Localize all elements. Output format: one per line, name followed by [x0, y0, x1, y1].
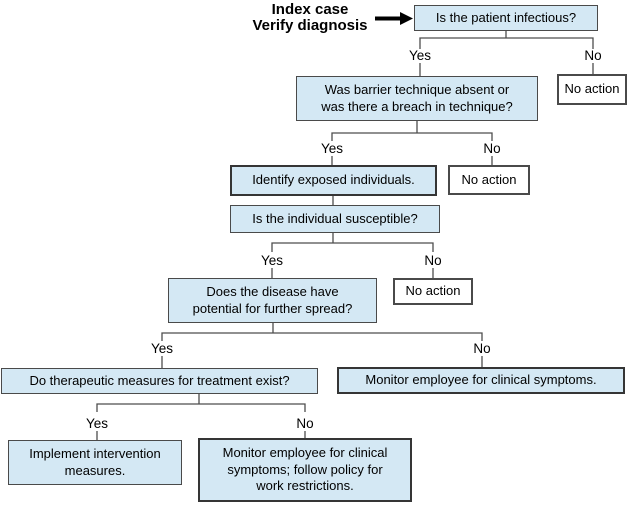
flow-arrow-icon — [375, 12, 413, 25]
node-monitor-restrictions: Monitor employee for clinical symptoms; … — [198, 438, 412, 502]
node-no-action-1: No action — [557, 74, 627, 105]
node-text: measures. — [64, 462, 126, 478]
index-case-line2: Verify diagnosis — [252, 17, 368, 34]
branch-label-no-4: No — [473, 341, 491, 356]
node-text: was there a breach in technique? — [321, 98, 513, 114]
node-text: potential for further spread? — [192, 300, 353, 316]
node-text: work restrictions. — [256, 478, 354, 494]
branch-label-no-2: No — [483, 141, 501, 156]
node-monitor-symptoms: Monitor employee for clinical symptoms. — [337, 367, 625, 394]
branch-label-yes-1: Yes — [408, 48, 432, 63]
branch-label-no-5: No — [296, 416, 314, 431]
branch-label-yes-4: Yes — [150, 341, 174, 356]
branch-label-yes-3: Yes — [260, 253, 284, 268]
node-q-susceptible: Is the individual susceptible? — [230, 205, 440, 233]
node-q-barrier: Was barrier technique absent or was ther… — [296, 76, 538, 121]
node-text: Implement intervention — [29, 445, 161, 461]
node-implement-intervention: Implement intervention measures. — [8, 440, 182, 485]
node-no-action-2: No action — [448, 165, 530, 195]
node-text: No action — [461, 171, 517, 187]
node-text: Monitor employee for clinical — [222, 444, 388, 460]
node-text: No action — [405, 283, 461, 299]
connector-path — [96, 31, 594, 440]
node-no-action-3: No action — [393, 278, 473, 305]
node-text: Monitor employee for clinical symptoms. — [365, 372, 597, 388]
node-text: No action — [564, 81, 620, 97]
node-q-infectious: Is the patient infectious? — [414, 5, 598, 31]
node-text: Identify exposed individuals. — [252, 172, 415, 188]
node-text: Does the disease have — [206, 283, 339, 299]
node-text: Is the patient infectious? — [435, 9, 577, 25]
node-identify-exposed: Identify exposed individuals. — [230, 165, 437, 196]
node-text: Do therapeutic measures for treatment ex… — [29, 372, 290, 388]
node-text: symptoms; follow policy for — [227, 461, 383, 477]
node-text: Was barrier technique absent or — [324, 81, 510, 97]
node-text: Is the individual susceptible? — [252, 210, 418, 226]
index-case-label: Index case Verify diagnosis — [239, 2, 381, 34]
branch-label-yes-2: Yes — [320, 141, 344, 156]
branch-label-no-1: No — [584, 48, 602, 63]
node-q-spread: Does the disease have potential for furt… — [168, 278, 377, 323]
node-q-therapeutic: Do therapeutic measures for treatment ex… — [1, 368, 318, 394]
index-case-line1: Index case — [271, 1, 349, 18]
branch-label-no-3: No — [424, 253, 442, 268]
branch-label-yes-5: Yes — [85, 416, 109, 431]
